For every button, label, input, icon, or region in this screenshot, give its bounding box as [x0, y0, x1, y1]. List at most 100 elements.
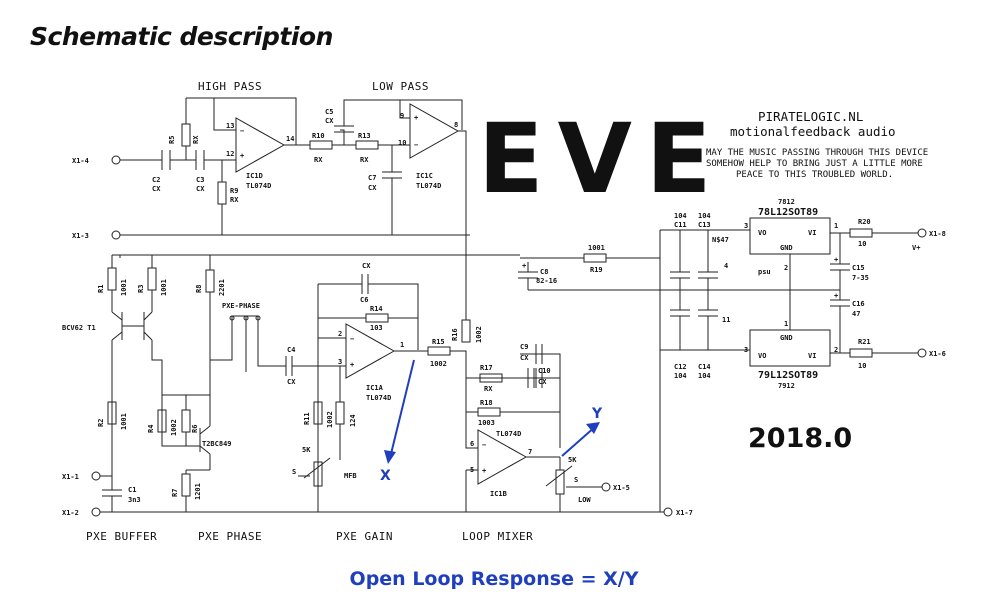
- r13-value: RX: [360, 156, 369, 164]
- svg-text:12: 12: [226, 150, 234, 158]
- r9-value: RX: [230, 196, 239, 204]
- reg-pos-gnd: GND: [780, 244, 793, 252]
- c12-value: 104: [674, 372, 687, 380]
- c11-label: C11: [674, 221, 687, 229]
- label-pxe-phase: PXE PHASE: [198, 530, 262, 543]
- svg-text:−: −: [240, 127, 244, 135]
- ic1b-name: IC1B: [490, 490, 507, 498]
- svg-text:+: +: [414, 114, 418, 122]
- svg-text:1: 1: [784, 320, 788, 328]
- svg-text:8: 8: [454, 121, 458, 129]
- reg-pos-part: 78L12SOT89: [758, 207, 818, 218]
- c8-label: C8: [540, 268, 548, 276]
- r18-label: R18: [480, 399, 493, 407]
- c15-value: 7-35: [852, 274, 869, 282]
- annotation-y: Y: [561, 406, 603, 457]
- c4-label: C4: [287, 346, 295, 354]
- r15-value: 1002: [430, 360, 447, 368]
- r15-label: R15: [432, 338, 445, 346]
- svg-text:X1-1: X1-1: [62, 473, 79, 481]
- reg-pos-number: 7812: [778, 198, 795, 206]
- svg-text:10: 10: [398, 139, 406, 147]
- t2-label: T2BC849: [202, 440, 232, 448]
- svg-text:+: +: [482, 467, 486, 475]
- svg-text:13: 13: [226, 122, 234, 130]
- r12-value: 124: [349, 414, 357, 427]
- svg-text:X1-3: X1-3: [72, 232, 89, 240]
- mfb-label: MFB: [344, 472, 357, 480]
- svg-text:X1-5: X1-5: [613, 484, 630, 492]
- svg-text:X1-8: X1-8: [929, 230, 946, 238]
- pxe-phase-label: PXE-PHASE: [222, 302, 260, 310]
- r6-label: R6: [191, 425, 199, 433]
- t1-label: BCV62 T1: [62, 324, 96, 332]
- svg-text:−: −: [414, 141, 418, 149]
- c13-label: C13: [698, 221, 711, 229]
- svg-text:11: 11: [722, 316, 730, 324]
- r5-value: RX: [192, 135, 200, 144]
- annotation-x: X: [380, 359, 415, 484]
- brand-site: PIRATELOGIC.NL: [758, 109, 863, 124]
- psu-label: psu: [758, 268, 771, 276]
- svg-text:X1-2: X1-2: [62, 509, 79, 517]
- pxe-phase: R8 2201 PXE-PHASE R4 1002 R6 T2BC849 R7 …: [147, 255, 270, 512]
- r14-value: 103: [370, 324, 383, 332]
- c14-label: C14: [698, 363, 711, 371]
- ic1b-part: TL074D: [496, 430, 521, 438]
- pot-low-s: S: [574, 476, 578, 484]
- c7-label: C7: [368, 174, 376, 182]
- connector-x1-4: X1-4: [72, 155, 121, 165]
- svg-text:3: 3: [744, 346, 748, 354]
- version-label: 2018.0: [748, 423, 852, 454]
- reg-pos-vi: VI: [808, 229, 816, 237]
- c14-value: 104: [698, 372, 711, 380]
- ic1a-part: TL074D: [366, 394, 391, 402]
- brand-tagline: motionalfeedback audio: [730, 124, 896, 139]
- pot-s-label: S: [292, 468, 296, 476]
- svg-text:X1-6: X1-6: [929, 350, 946, 358]
- c16-value: 47: [852, 310, 860, 318]
- r20-value: 10: [858, 240, 866, 248]
- r5-label: R5: [168, 136, 176, 144]
- r19-value: 1001: [588, 244, 605, 252]
- r14-label: R14: [370, 305, 383, 313]
- reg-neg-vo: VO: [758, 352, 766, 360]
- mix-resistors: R15 1002 R16 1002: [427, 319, 483, 380]
- vplus-label: V+: [912, 244, 920, 252]
- svg-text:+: +: [834, 256, 838, 264]
- r2-value: 1001: [120, 413, 128, 430]
- svg-text:14: 14: [286, 135, 294, 143]
- r7-label: R7: [171, 489, 179, 497]
- reg-pos-vo: VO: [758, 229, 766, 237]
- c8-value: 82-16: [536, 277, 557, 285]
- eve-logo: EVE: [478, 103, 725, 215]
- c9-value: CX: [520, 354, 529, 362]
- reg-neg-vi: VI: [808, 352, 816, 360]
- r13-label: R13: [358, 132, 371, 140]
- c16-label: C16: [852, 300, 865, 308]
- svg-text:4: 4: [724, 262, 728, 270]
- r19-label: R19: [590, 266, 603, 274]
- c11-value: 104: [674, 212, 687, 220]
- svg-text:+: +: [522, 262, 526, 270]
- c3-label: C3: [196, 176, 204, 184]
- svg-text:+: +: [240, 152, 244, 160]
- svg-text:1: 1: [400, 341, 404, 349]
- c9-label: C9: [520, 343, 528, 351]
- c15-label: C15: [852, 264, 865, 272]
- loop-mixer: C9 CX R17 RX C10 CX R18 1003 − + 6 5 7 T…: [465, 343, 602, 512]
- connector-x1-6: X1-6: [917, 348, 946, 358]
- annotation-x-label: X: [380, 468, 391, 484]
- r7-value: 1201: [194, 483, 202, 500]
- r3-value: 1001: [160, 279, 168, 296]
- reg-neg-part: 79L12SOT89: [758, 370, 818, 381]
- c3-value: CX: [196, 185, 205, 193]
- svg-text:+: +: [350, 361, 354, 369]
- r17-value: RX: [484, 385, 493, 393]
- connector-x1-1: X1-1: [62, 471, 101, 481]
- r11-value: 1002: [326, 411, 334, 428]
- svg-text:1: 1: [834, 222, 838, 230]
- c7-value: CX: [368, 184, 377, 192]
- r8-value: 2201: [218, 279, 226, 296]
